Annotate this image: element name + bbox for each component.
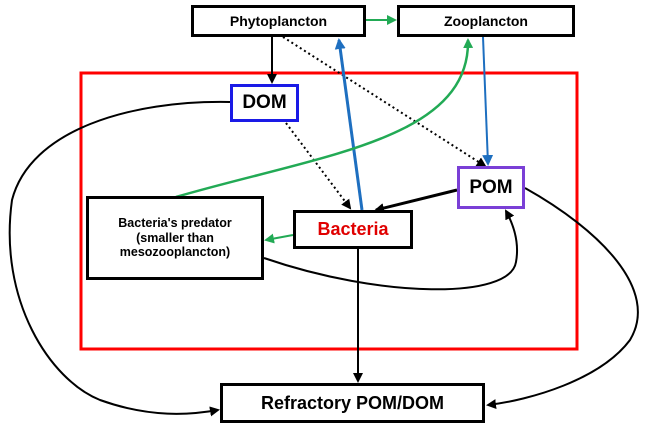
edge-zoo-to-pom (482, 36, 494, 166)
predator-label-line-3: mesozooplancton) (119, 245, 231, 260)
node-bacteria: Bacteria (293, 210, 413, 249)
node-zooplancton-label: Zooplancton (444, 12, 528, 29)
edge-pom-to-bacteria (374, 188, 458, 213)
node-pom-label: POM (469, 176, 513, 198)
node-zooplancton: Zooplancton (397, 5, 575, 37)
edge-bacteria-to-predator (264, 233, 294, 244)
bacterial-loop-region (79, 71, 579, 351)
edge-dom-to-refractory (8, 100, 231, 417)
edge-pom-to-refractory (486, 187, 639, 410)
node-pom: POM (457, 166, 525, 209)
edge-phyto-to-pom (282, 36, 487, 168)
node-bacteria-predator-label: Bacteria's predator (smaller than mesozo… (118, 216, 231, 259)
predator-label-line-1: Bacteria's predator (118, 216, 232, 231)
node-phytoplancton-label: Phytoplancton (229, 12, 328, 29)
node-dom: DOM (230, 84, 299, 122)
predator-label-line-2: (smaller than (136, 230, 214, 245)
node-dom-label: DOM (242, 92, 287, 114)
node-bacteria-predator: Bacteria's predator (smaller than mesozo… (86, 196, 264, 280)
edge-predator-to-zoo (175, 38, 474, 199)
node-bacteria-label: Bacteria (317, 219, 389, 240)
node-refractory-label: Refractory POM/DOM (260, 392, 445, 413)
node-refractory: Refractory POM/DOM (220, 383, 485, 423)
edge-bacteria-to-phyto (334, 38, 364, 211)
node-phytoplancton: Phytoplancton (191, 5, 366, 37)
edge-predator-to-pom (263, 209, 518, 291)
